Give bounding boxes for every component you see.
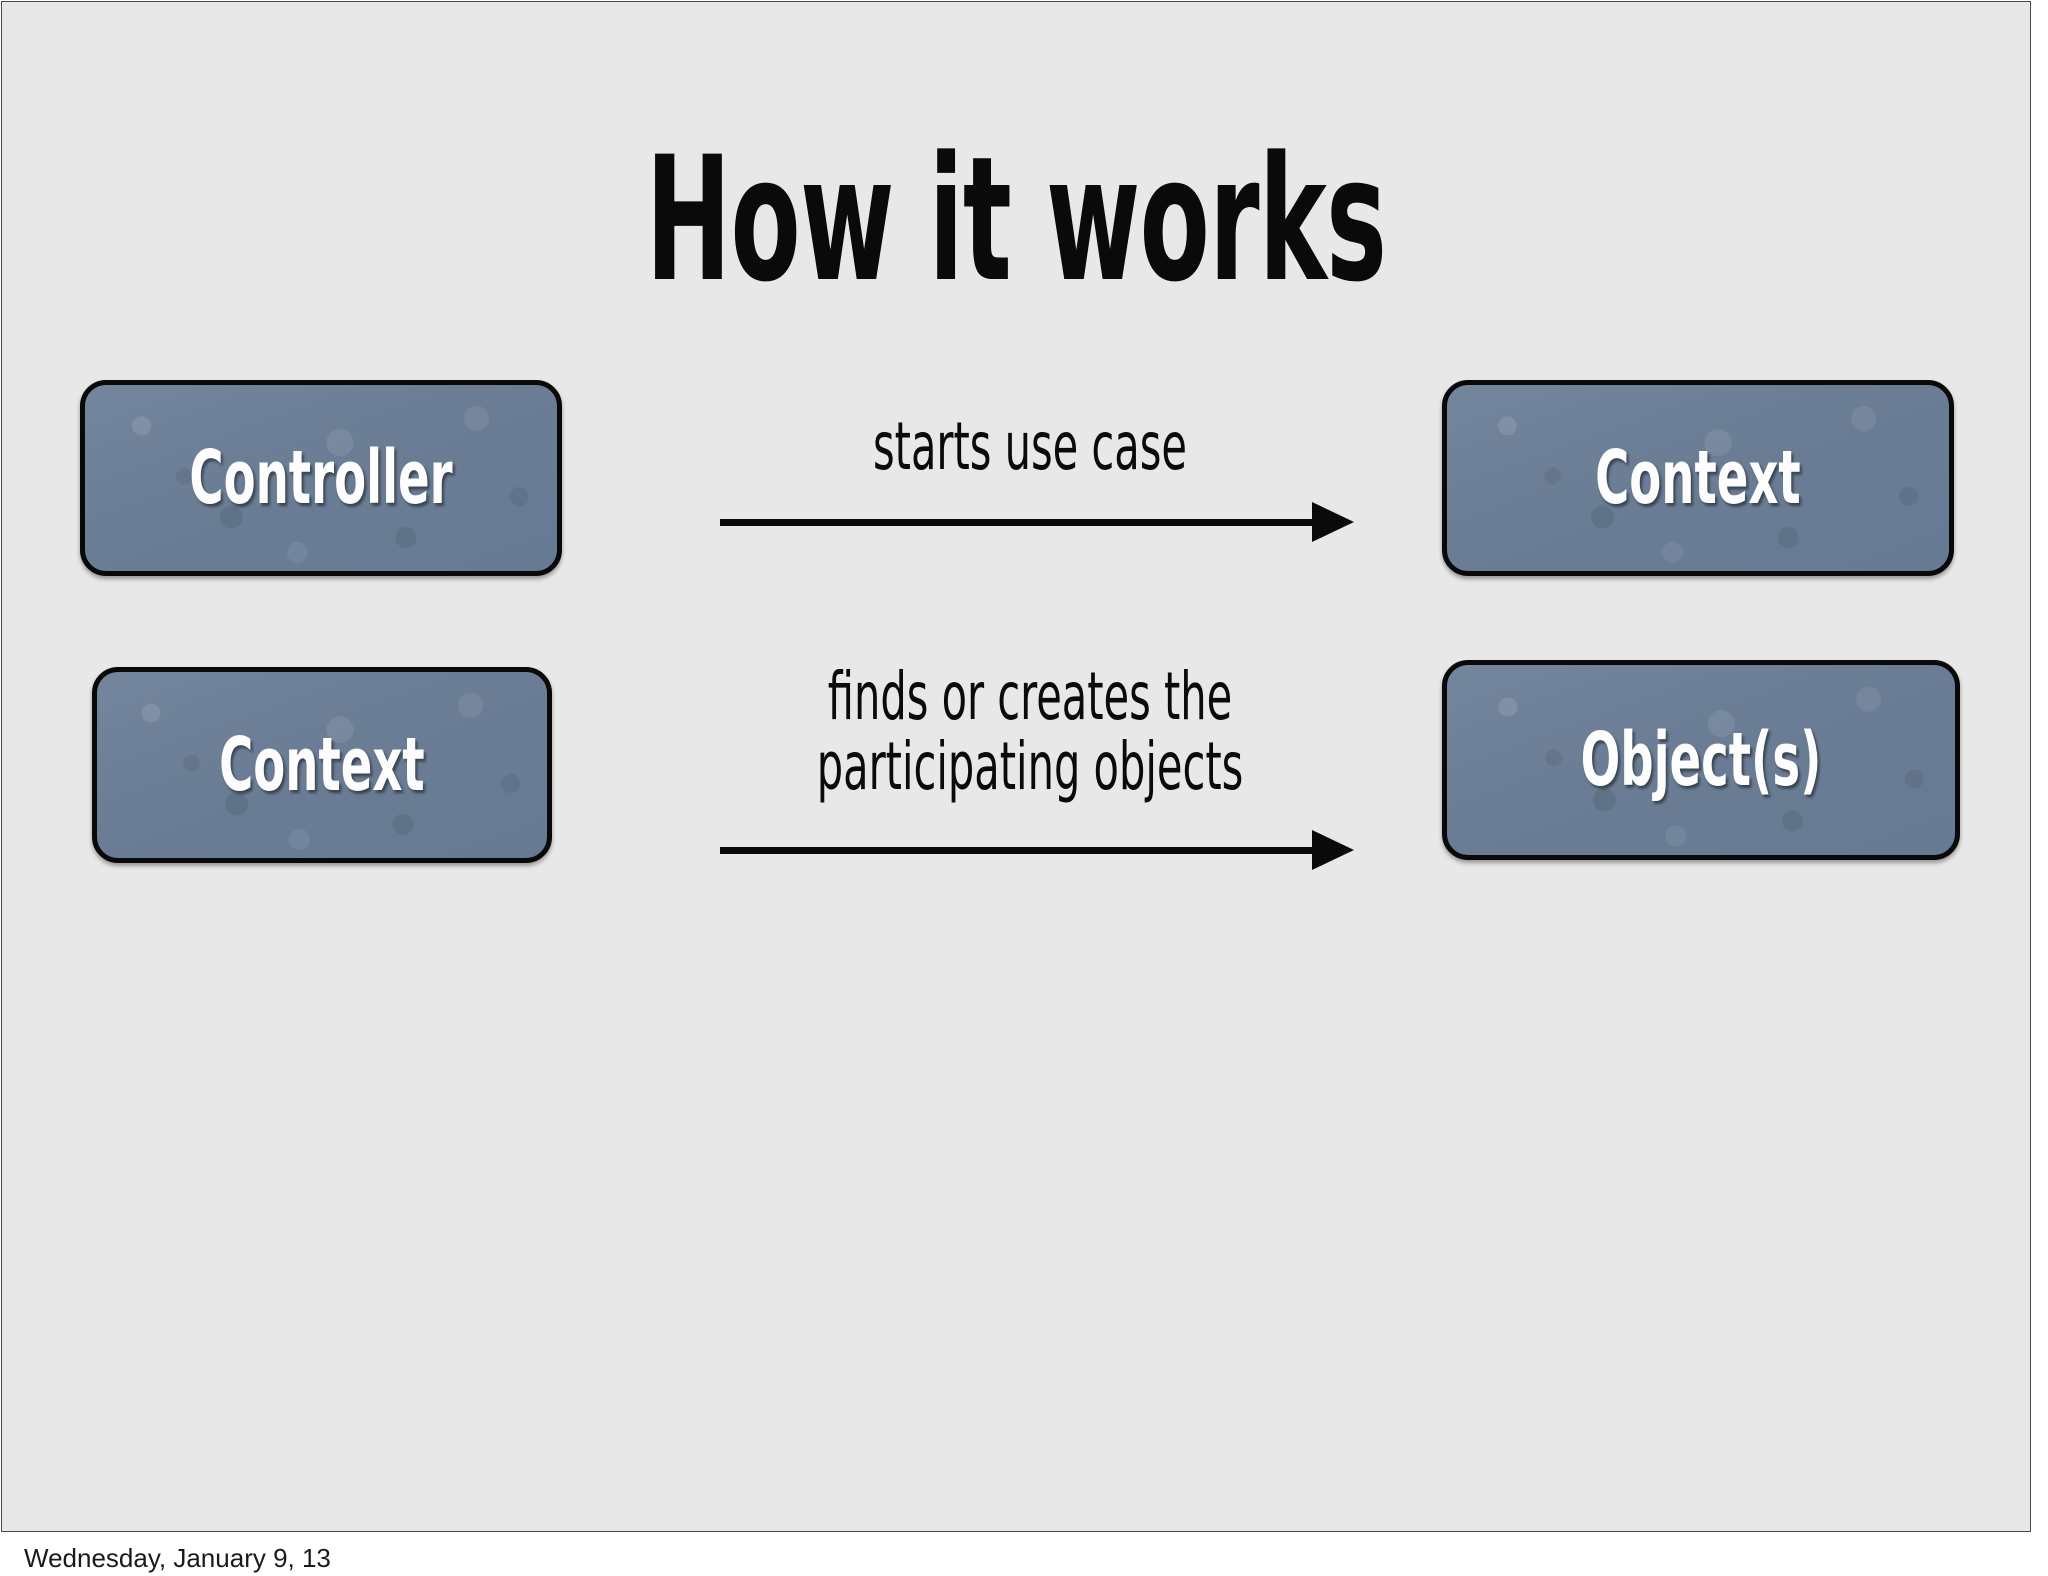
node-label: Context — [219, 722, 425, 808]
diagram-node-objects[interactable]: Object(s) — [1442, 660, 1960, 860]
arrow-head-icon — [1312, 830, 1354, 870]
edge-label-line-1: finds or creates the — [827, 658, 1233, 735]
arrow-line-icon — [720, 519, 1316, 526]
diagram-node-context-left[interactable]: Context — [92, 667, 552, 863]
edge-label: finds or creates the participating objec… — [813, 662, 1247, 802]
slide-canvas: How it works Controller starts use case … — [1, 1, 2031, 1532]
diagram-node-controller[interactable]: Controller — [80, 380, 562, 576]
edge-label: starts use case — [873, 408, 1187, 485]
diagram-node-context-right[interactable]: Context — [1442, 380, 1954, 576]
slide-footer-date: Wednesday, January 9, 13 — [24, 1543, 331, 1573]
page-title: How it works — [645, 119, 1387, 320]
arrow-head-icon — [1312, 502, 1354, 542]
edge-label-line-2: participating objects — [816, 728, 1244, 805]
node-label: Object(s) — [1580, 717, 1822, 803]
node-label: Controller — [189, 435, 453, 521]
arrow-line-icon — [720, 847, 1316, 854]
node-label: Context — [1595, 435, 1801, 521]
